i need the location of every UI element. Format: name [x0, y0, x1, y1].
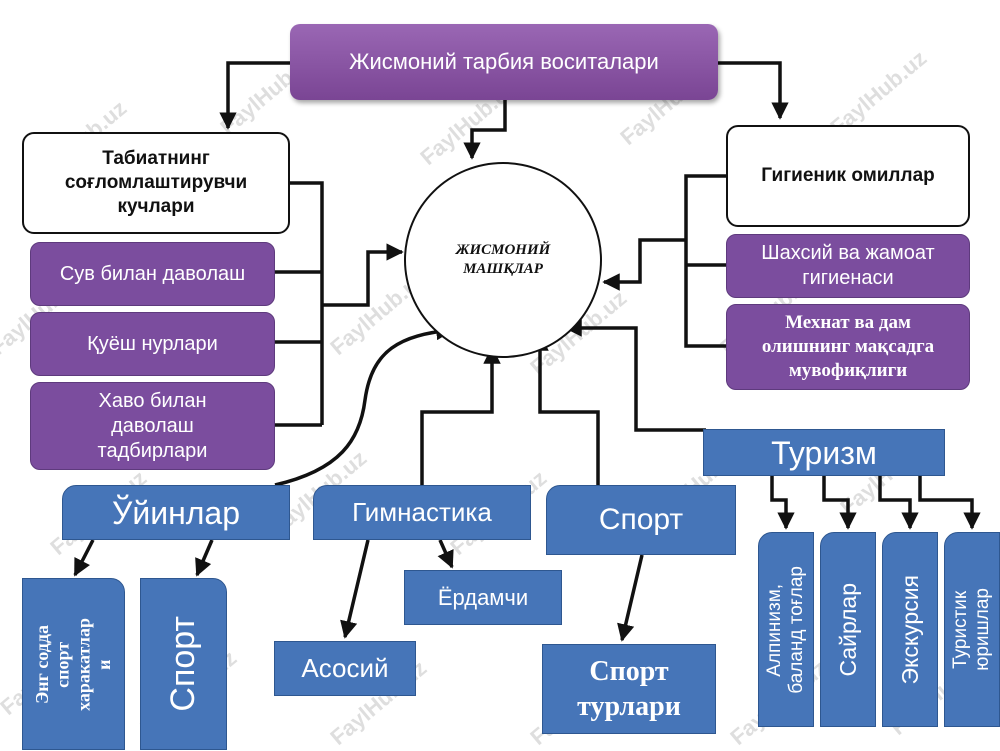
tourism-child-line: баланд тоғлар: [786, 565, 807, 694]
games-child-line: харакатлар: [73, 617, 94, 711]
nature-item: Қуёш нурлари: [30, 312, 275, 376]
hygiene-item: Шахсий ва жамоат гигиенаси: [726, 234, 970, 298]
hygiene-item-line: Шахсий ва жамоат: [761, 242, 935, 264]
center-line: ЖИСМОНИЙ: [455, 241, 551, 258]
tourism-child: Алпинизм, баланд тоғлар: [758, 532, 814, 727]
nature-bracket: [290, 181, 324, 425]
sport-child-line: Спорт: [589, 656, 669, 687]
sport-child: Спорт турлари: [542, 644, 716, 734]
arrow-nature-to-center: [322, 243, 404, 307]
games-child-line: спорт: [52, 641, 73, 687]
tourism-child-label: Сайрлар: [834, 582, 861, 677]
hygiene-item-line: мувофиқлиги: [788, 359, 908, 381]
games-child-line: и: [94, 658, 115, 670]
arrow-games-to-center: [274, 322, 454, 487]
hygiene-item: Мехнат ва дам олишнинг мақсадга мувофиқл…: [726, 304, 970, 390]
nature-title: Табиатнинг соғломлаштирувчи кучлари: [22, 132, 290, 234]
nature-item: Сув билан даволаш: [30, 242, 275, 306]
nature-item: Хаво билан даволаш тадбирлари: [30, 382, 275, 470]
tourism-child-line: Алпинизм,: [764, 583, 786, 676]
arrow-sport-to-center: [531, 333, 600, 485]
games-child-label: Спорт: [164, 616, 203, 712]
center-line: МАШҚЛАР: [463, 261, 543, 277]
tourism-child-label: Экскурсия: [896, 574, 923, 685]
arrow-top-to-center: [463, 100, 507, 160]
games-child: Энг содда спорт харакатлар и: [22, 578, 125, 750]
games-child: Спорт: [140, 578, 227, 750]
hygiene-item-line: гигиенаси: [802, 267, 894, 289]
gymnastics-node: Гимнастика: [313, 485, 531, 540]
nature-item-line: даволаш: [111, 414, 194, 437]
tourism-child-line: юришлар: [972, 588, 993, 671]
nature-item-line: Хаво билан: [98, 389, 207, 412]
top-node: Жисмоний тарбия воситалари: [290, 24, 718, 100]
hygiene-item-line: Мехнат ва дам: [785, 312, 911, 334]
tourism-child: Туристик юришлар: [944, 532, 1000, 727]
center-node: ЖИСМОНИЙ МАШҚЛАР: [404, 162, 602, 358]
hygiene-bracket: [684, 174, 726, 348]
nature-item-line: тадбирлари: [97, 439, 208, 462]
tourism-node: Туризм: [703, 429, 945, 476]
gymnastics-child: Ёрдамчи: [404, 570, 562, 625]
games-node: Ўйинлар: [62, 485, 290, 540]
sport-child-line: турлари: [577, 691, 681, 722]
arrow-hygiene-to-center: [602, 238, 686, 291]
nature-title-line: Табиатнинг: [102, 148, 210, 170]
arrow-gymnastics-to-center: [420, 346, 501, 485]
tourism-child: Сайрлар: [820, 532, 876, 727]
games-child-line: Энг содда: [32, 624, 53, 704]
tourism-child-line: Туристик: [950, 590, 972, 669]
arrow-top-to-hygiene: [718, 61, 789, 120]
nature-title-line: кучлари: [117, 195, 195, 217]
nature-title-line: соғломлаштирувчи: [64, 172, 248, 194]
tourism-child: Экскурсия: [882, 532, 938, 727]
sport-node: Спорт: [546, 485, 736, 555]
arrow-top-to-nature: [219, 61, 290, 130]
hygiene-item-line: олишнинг мақсадга: [761, 336, 935, 358]
hygiene-title: Гигиеник омиллар: [726, 125, 970, 227]
gymnastics-child: Асосий: [274, 641, 416, 696]
arrow-tourism-to-center: [564, 319, 706, 432]
